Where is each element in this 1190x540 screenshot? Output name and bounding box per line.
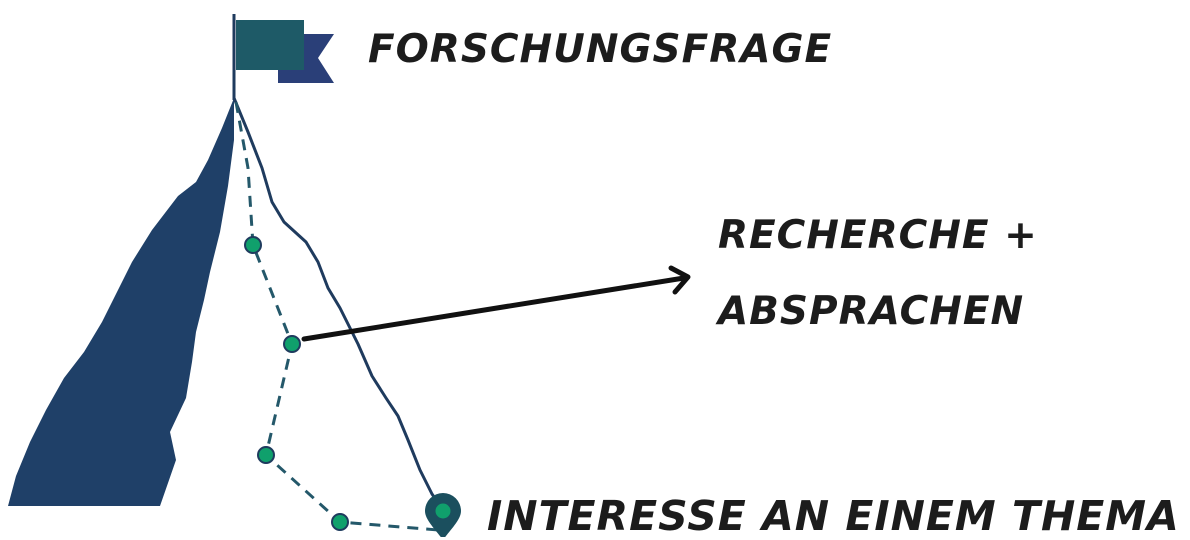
- waypoint-milestone: [283, 335, 301, 353]
- mountain-face: [8, 98, 234, 506]
- waypoint: [244, 236, 262, 254]
- waypoint: [257, 446, 275, 464]
- milestone-label-line2: ABSPRACHEN: [718, 289, 1025, 334]
- milestone-label-line1: RECHERCHE +: [718, 213, 1038, 258]
- start-label: INTERESSE AN EINEM THEMA: [487, 492, 1180, 540]
- arrow-icon: [301, 265, 691, 342]
- waypoint: [331, 513, 349, 531]
- dashed-route: [234, 101, 439, 532]
- location-pin-icon: [425, 493, 461, 537]
- goal-label: FORSCHUNGSFRAGE: [368, 27, 833, 72]
- flag-icon: [232, 14, 334, 100]
- mountain-ridge-line: [232, 97, 448, 515]
